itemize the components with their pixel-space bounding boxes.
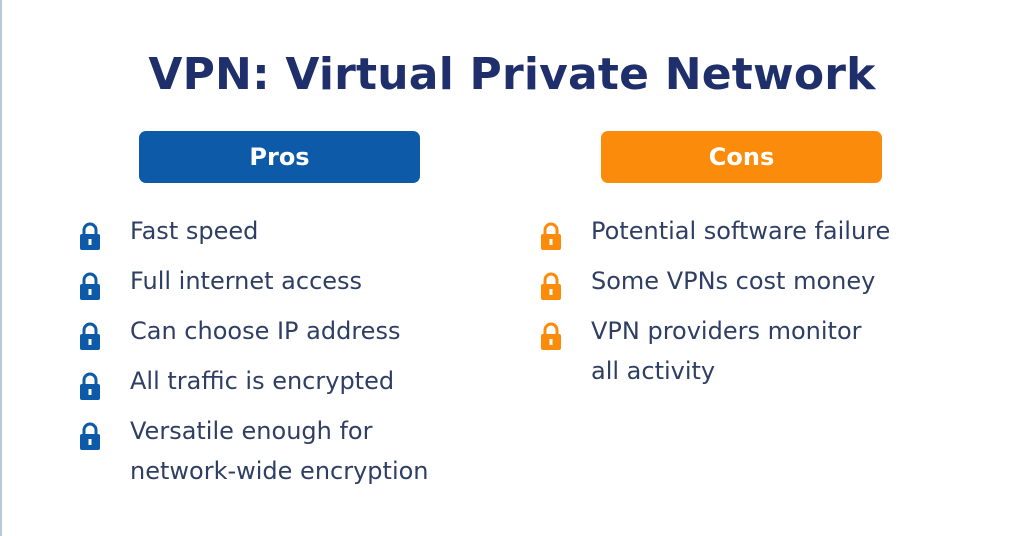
pros-item-fast-speed: Fast speed	[76, 217, 516, 251]
lock-icon	[76, 371, 104, 401]
item-line-2: all activity	[591, 357, 716, 385]
item-line: All traffic is encrypted	[130, 367, 395, 395]
cons-header: Cons	[601, 131, 882, 183]
item-line: Fast speed	[130, 217, 259, 245]
lock-icon	[537, 271, 565, 301]
lock-icon	[76, 271, 104, 301]
item-line: Full internet access	[130, 267, 363, 295]
item-line: Some VPNs cost money	[591, 267, 876, 295]
item-line: Can choose IP address	[130, 317, 401, 345]
pros-item-choose-ip: Can choose IP address	[76, 317, 516, 351]
cons-item-software-failure: Potential software failure	[537, 217, 1007, 251]
lock-icon	[76, 221, 104, 251]
lock-icon	[537, 321, 565, 351]
cons-list: Potential software failure Some VPNs cos…	[537, 217, 1007, 391]
lock-icon	[537, 221, 565, 251]
item-line-2: network-wide encryption	[130, 457, 429, 485]
cons-item-cost-money: Some VPNs cost money	[537, 267, 1007, 301]
cons-item-monitor-activity: VPN providers monitor all activity	[537, 317, 1007, 391]
item-line: VPN providers monitor	[591, 317, 862, 345]
pros-item-versatile: Versatile enough for network-wide encryp…	[76, 417, 516, 491]
pros-list: Fast speed Full internet access Can choo…	[76, 217, 516, 491]
pros-header: Pros	[139, 131, 420, 183]
item-line: Versatile enough for	[130, 417, 373, 445]
pros-column: Pros Fast speed Full internet access Can…	[76, 131, 516, 507]
lock-icon	[76, 421, 104, 451]
left-edge-border	[0, 0, 2, 536]
item-line: Potential software failure	[591, 217, 891, 245]
cons-column: Cons Potential software failure Some VPN…	[537, 131, 1007, 407]
lock-icon	[76, 321, 104, 351]
pros-item-encrypted: All traffic is encrypted	[76, 367, 516, 401]
page-title: VPN: Virtual Private Network	[148, 49, 876, 101]
pros-item-full-access: Full internet access	[76, 267, 516, 301]
